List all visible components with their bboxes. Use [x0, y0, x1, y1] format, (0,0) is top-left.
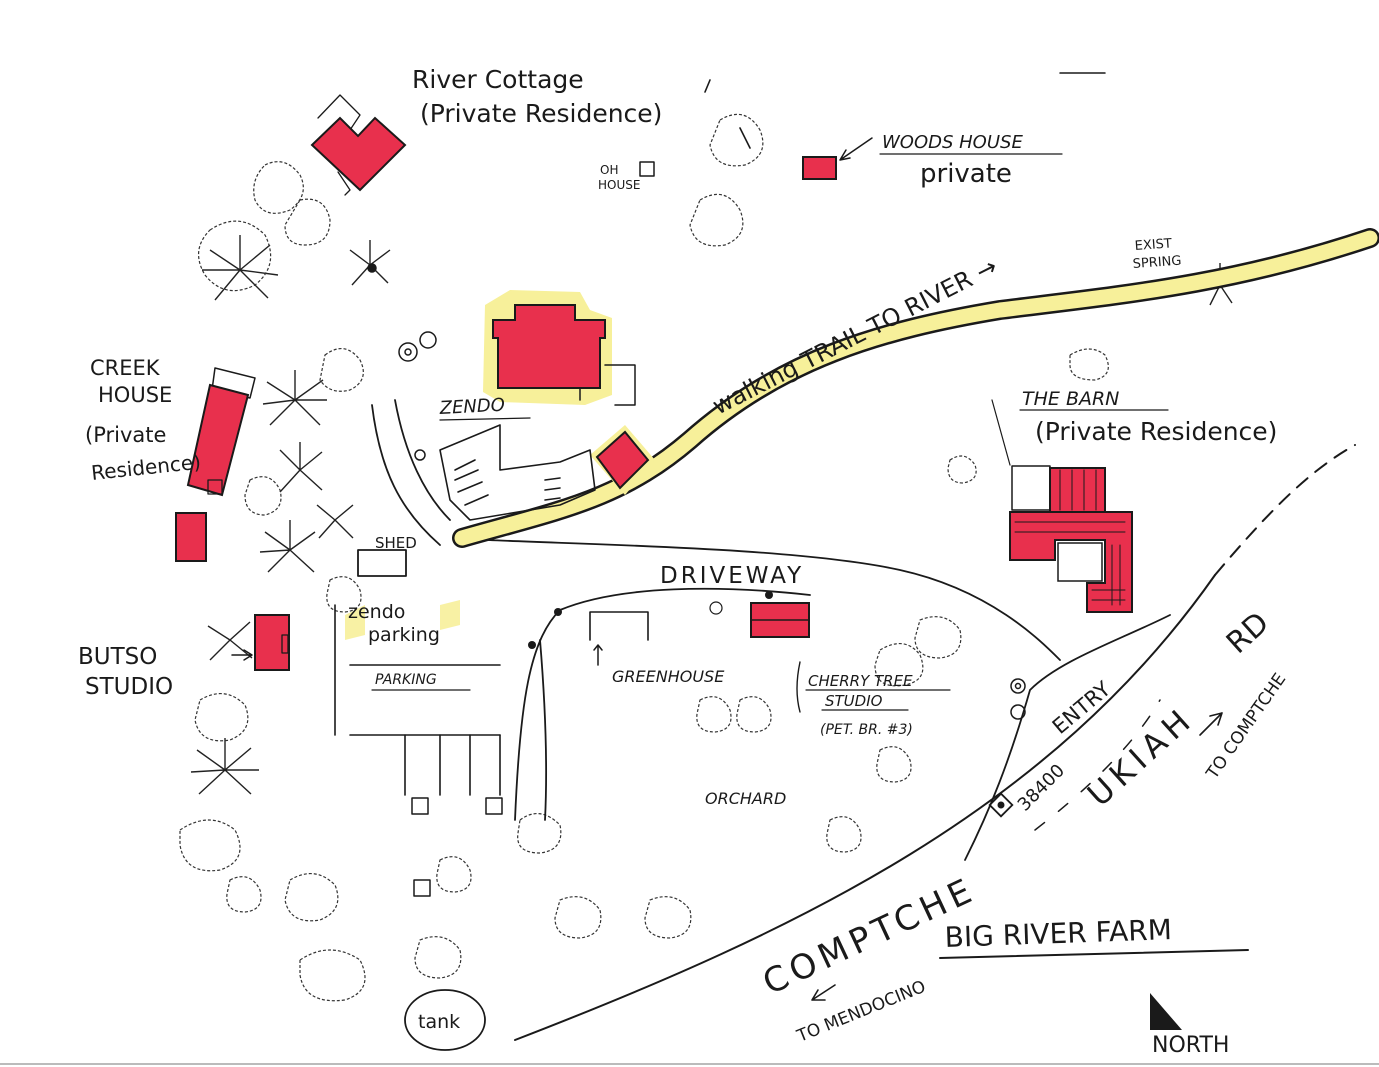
- address-marker-icon: [988, 792, 1014, 818]
- butso-studio-building: [231, 614, 290, 671]
- orchard-label: ORCHARD: [705, 789, 786, 808]
- driveway-inner-edge: [539, 639, 548, 821]
- buildings: [175, 94, 1133, 1051]
- title-underline: [939, 949, 1249, 959]
- exit-spring-label-2: SPRING: [1132, 254, 1182, 272]
- woods-house-private-label: private: [920, 159, 1012, 189]
- cherry-tree-studio-building: [750, 602, 810, 638]
- creek-house-label: CREEK: [90, 356, 161, 380]
- oh-house-building: [639, 161, 655, 177]
- cherry-tree-studio-label: CHERRY TREE: [808, 672, 913, 690]
- woods-house-building: [802, 156, 837, 180]
- vegetation: [179, 113, 1236, 1002]
- walking-trail: [452, 228, 1379, 548]
- zendo-label: ZENDO: [438, 395, 505, 419]
- zendo-path-right: [394, 399, 451, 521]
- to-comptche-label: TO COMPTCHE: [1202, 670, 1290, 784]
- trail-cabin-building: [590, 425, 655, 495]
- river-cottage-label: River Cottage: [412, 65, 584, 94]
- zendo-parking-label: zendo: [348, 601, 405, 623]
- road-edge-dashed: [1214, 444, 1356, 576]
- arrow-icon: [811, 984, 836, 1001]
- driveway-entry-edge: [964, 614, 1171, 861]
- shed-label: SHED: [375, 534, 417, 552]
- parking-label: PARKING: [375, 672, 437, 688]
- driveway-north-edge: [487, 539, 1061, 661]
- cherry-tree-studio-label-3: (PET. BR. #3): [820, 722, 913, 738]
- creek-annex-building: [175, 512, 207, 562]
- butso-studio-label: BUTSO: [78, 644, 157, 670]
- zendo-building: [483, 290, 636, 406]
- tank-building: [404, 989, 486, 1051]
- tree-icon: [190, 235, 1236, 795]
- driveway-label: DRIVEWAY: [660, 563, 804, 589]
- roads: [334, 399, 1356, 1041]
- arrow-icon: [231, 649, 253, 661]
- greenhouse-building: [589, 611, 649, 666]
- comptche-ukiah-road-edge: [514, 574, 1216, 1041]
- oh-house-label-2: HOUSE: [598, 178, 640, 192]
- address-label: 38400: [1014, 760, 1069, 815]
- well-markers: [367, 263, 1026, 720]
- the-barn-building: [1009, 465, 1133, 613]
- walking-trail-label: walking TRAIL TO RIVER →: [708, 252, 1002, 420]
- river-cottage-building: [310, 94, 407, 196]
- north-label: NORTH: [1152, 1033, 1229, 1058]
- ukiah-label: UKIAH: [1080, 699, 1202, 814]
- creek-house-building: [186, 367, 256, 497]
- woods-house-label: WOODS HOUSE: [882, 132, 1023, 153]
- zendo-deck: [439, 424, 596, 521]
- creek-house-label-3: (Private: [85, 423, 166, 447]
- zendo-parking-label-2: parking: [368, 624, 440, 646]
- the-barn-label: THE BARN: [1022, 388, 1119, 410]
- greenhouse-label: GREENHOUSE: [612, 667, 725, 686]
- butso-studio-label-2: STUDIO: [85, 674, 173, 700]
- zendo-path-left: [371, 404, 441, 546]
- arrow-icon: [839, 137, 873, 161]
- creek-house-label-4: Residence): [90, 450, 202, 485]
- north-arrow-icon: [1150, 993, 1182, 1030]
- map-title: BIG RIVER FARM: [944, 913, 1172, 954]
- the-barn-private-label: (Private Residence): [1035, 417, 1277, 446]
- oh-house-label: OH: [600, 163, 618, 177]
- tank-label: tank: [418, 1011, 460, 1033]
- cherry-tree-studio-label-2: STUDIO: [825, 692, 883, 710]
- exit-spring-label: EXIST: [1134, 236, 1172, 254]
- entry-label: ENTRY: [1048, 677, 1116, 739]
- rd-label: RD: [1220, 606, 1276, 661]
- shed-building: [357, 549, 407, 577]
- river-cottage-private-label: (Private Residence): [420, 99, 662, 128]
- arrow-icon: [1199, 712, 1223, 736]
- to-mendocino-label: TO MENDOCINO: [793, 977, 928, 1047]
- creek-house-label-2: HOUSE: [98, 383, 172, 407]
